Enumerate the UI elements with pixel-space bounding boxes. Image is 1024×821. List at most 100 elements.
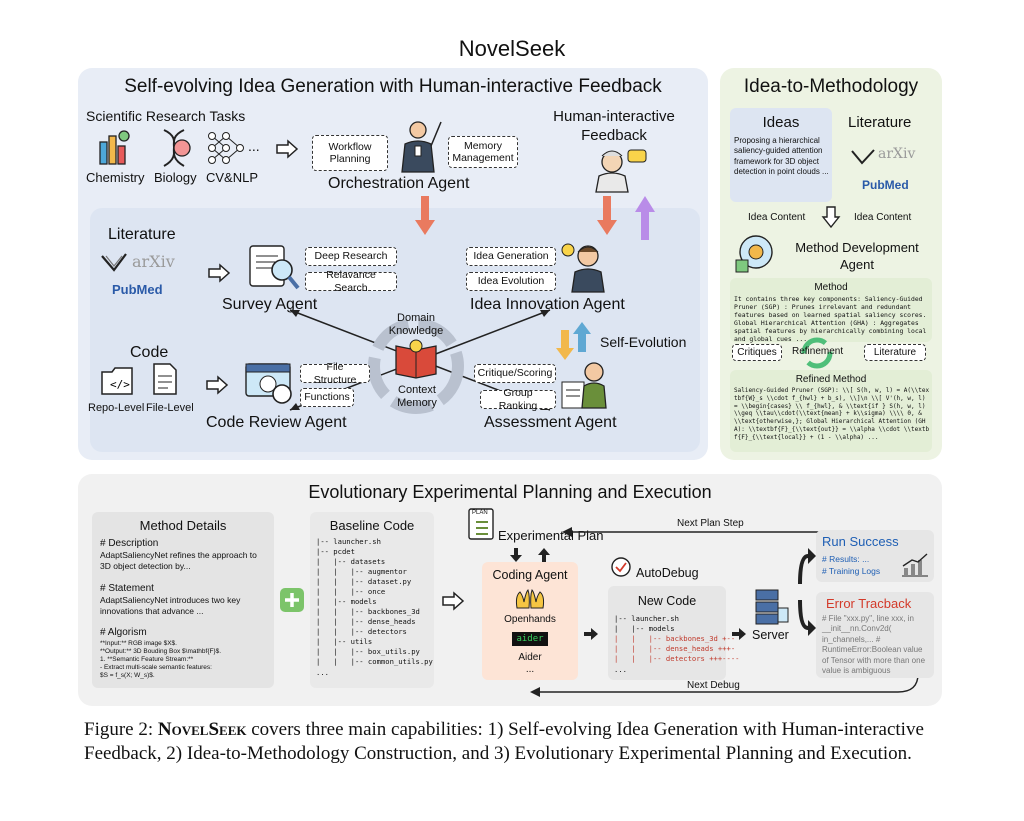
baseline-line: | | |-- detectors — [316, 627, 407, 636]
idea-generation-heading: Self-evolving Idea Generation with Human… — [124, 76, 662, 97]
human-scientist-icon — [595, 149, 647, 193]
method-text: It contains three key components: Salien… — [734, 295, 927, 343]
task-chemistry: Chemistry — [86, 170, 145, 185]
figure-title: NovelSeek — [458, 36, 566, 61]
file-level-label: File-Level — [146, 402, 194, 414]
red-down-arrow-right — [597, 196, 617, 235]
biology-icon — [163, 129, 191, 167]
arxiv-logo: arXiv — [132, 252, 175, 271]
stmt-text: AdaptSaliencyNet introduces two key inno… — [100, 595, 241, 617]
relevance-search-box: Relavance Search — [305, 269, 397, 294]
baseline-line: | |-- models — [316, 597, 377, 606]
server-to-success-arrow — [798, 548, 816, 584]
memory-book-icon — [395, 339, 437, 379]
conductor-icon — [401, 121, 442, 173]
tasks-title: Scientific Research Tasks — [86, 108, 246, 124]
aider-label: Aider — [518, 652, 542, 663]
orchestration-agent-label: Orchestration Agent — [328, 175, 470, 192]
method-arxiv-logo: arXiv — [878, 146, 916, 162]
innovator-icon — [561, 243, 605, 293]
literature-title: Literature — [108, 226, 176, 243]
self-evolution-down-arrow — [556, 330, 574, 360]
new-code-line: | | |-- backbones_3d +-- — [614, 634, 736, 643]
code-review-icon — [245, 363, 292, 404]
algo-head: # Algorism — [100, 627, 147, 638]
new-code-line: | | |-- detectors +++---- — [614, 654, 740, 663]
idea-to-methodology-heading: Idea-to-Methodology — [743, 76, 919, 97]
idea-content-down-arrow — [821, 206, 841, 229]
error-title: Error Tracback — [826, 596, 912, 611]
critiques-chip: Critiques — [732, 344, 782, 361]
critique-scoring-box: Critique/Scoring — [474, 364, 556, 383]
baseline-line: |-- pcdet — [316, 547, 355, 556]
idea-content-left-label: Idea Content — [748, 212, 806, 223]
baseline-line: |-- launcher.sh — [316, 537, 381, 546]
next-debug-label: Next Debug — [684, 680, 743, 691]
baseline-line: | |-- utils — [316, 637, 373, 646]
autodebug-icon — [611, 557, 631, 577]
experiment-heading: Evolutionary Experimental Planning and E… — [308, 482, 712, 502]
ideas-title: Ideas — [762, 114, 800, 131]
functions-box: Functions — [300, 388, 354, 407]
coding-agent-box — [482, 562, 578, 680]
hollow-arrow-icon — [442, 591, 465, 611]
baseline-line: | | |-- common_utils.py — [316, 657, 433, 666]
caption-rest: covers three main capabilities: 1) Self-… — [84, 719, 924, 764]
server-to-error-arrow — [798, 600, 816, 636]
method-pubmed-logo: PubMed — [862, 178, 909, 192]
openhands-icon — [515, 589, 545, 609]
openhands-label: Openhands — [504, 614, 556, 625]
memory-management-box: Memory Management — [448, 136, 518, 168]
caption-name: NovelSeek — [157, 719, 247, 740]
method-title: Method — [814, 282, 848, 293]
file-code-icon — [153, 363, 177, 395]
assessor-icon — [561, 362, 607, 409]
algo-line: $S = f_s(X; W_s)$. — [100, 672, 155, 679]
hollow-arrow-icon — [206, 375, 229, 395]
baseline-line: | | |-- augmentor — [316, 567, 407, 576]
idea-evolution-box: Idea Evolution — [466, 272, 556, 291]
baseline-line: | | |-- box_utils.py — [316, 647, 420, 656]
method-dev-agent-icon — [735, 235, 773, 273]
coding-more: ... — [525, 664, 535, 675]
method-card — [730, 278, 932, 342]
new-code-title: New Code — [637, 594, 697, 608]
results-text: # Results: ... — [822, 554, 870, 564]
next-plan-step-label: Next Plan Step — [674, 518, 747, 529]
refinement-cycle-icon — [801, 337, 833, 369]
desc-head: # Description — [100, 538, 159, 549]
training-logs-text: # Training Logs — [822, 566, 881, 576]
baseline-code-card — [310, 512, 434, 688]
stmt-head: # Statement — [100, 583, 154, 594]
red-down-arrow-left — [415, 196, 435, 235]
algo-line: **Input:** RGB image $X$. — [100, 640, 177, 647]
new-code-line: | | |-- dense_heads +++- — [614, 644, 736, 653]
idea-content-right-label: Idea Content — [854, 212, 912, 223]
coding-agent-label: Coding Agent — [492, 568, 568, 582]
refined-method-card — [730, 370, 932, 452]
method-literature-title: Literature — [848, 114, 912, 131]
workflow-planning-box: Workflow Planning — [312, 135, 388, 171]
survey-agent-label: Survey Agent — [222, 296, 318, 313]
repo-level-label: Repo-Level — [88, 402, 145, 414]
method-dev-agent-label: Method Development Agent — [795, 240, 919, 272]
desc-text: AdaptSaliencyNet refines the approach to… — [100, 550, 257, 572]
new-code-line: |-- launcher.sh — [614, 614, 679, 623]
autodebug-label: AutoDebug — [636, 566, 699, 580]
task-cvnlp: CV&NLP — [206, 170, 259, 185]
method-literature-logo-icon — [851, 149, 875, 165]
idea-innovation-agent-label: Idea Innovation Agent — [470, 296, 625, 313]
baseline-line: | |-- datasets — [316, 557, 386, 566]
hollow-arrow-icon — [276, 139, 299, 159]
method-details-card — [92, 512, 274, 688]
file-structure-box: File Structure — [300, 361, 370, 386]
task-more: ... — [248, 138, 260, 154]
baseline-line: | | |-- once — [316, 587, 386, 596]
cvnlp-icon — [208, 132, 244, 164]
survey-magnifier-icon — [249, 245, 300, 290]
literature-chip: Literature — [864, 344, 926, 361]
new-code-line: | |-- models — [614, 624, 675, 633]
context-memory-label: Context Memory — [397, 384, 437, 410]
self-evolution-label: Self-Evolution — [600, 334, 687, 350]
domain-knowledge-label: Domain Knowledge — [388, 312, 444, 338]
